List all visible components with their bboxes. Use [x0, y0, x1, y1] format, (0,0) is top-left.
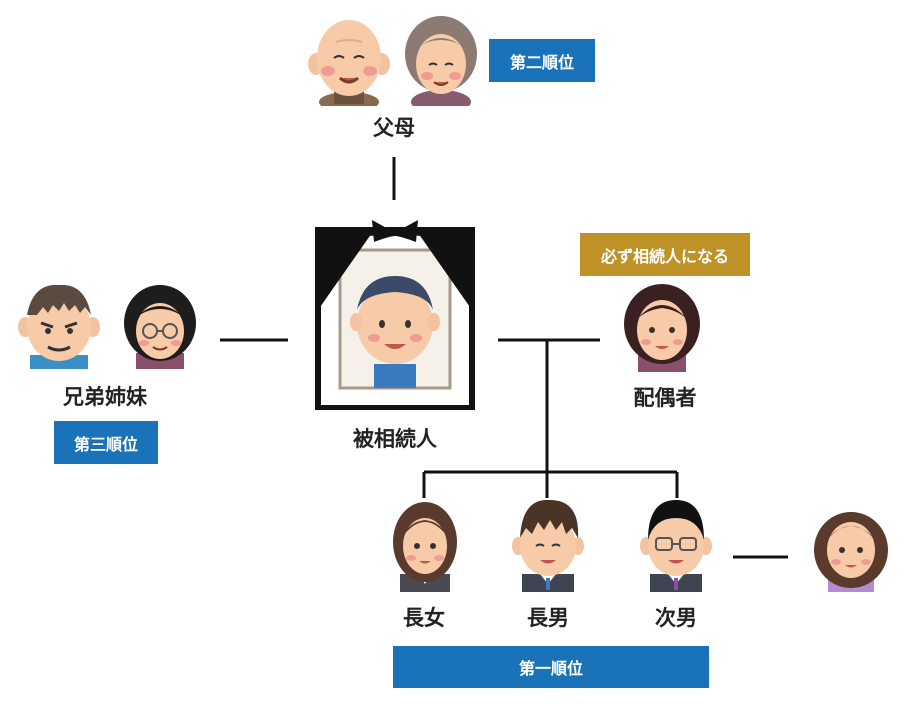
daughter-in-law-icon	[812, 506, 890, 596]
spouse-label: 配偶者	[633, 386, 697, 410]
daughter-icon	[390, 500, 460, 596]
eldest-son-label: 長男	[527, 606, 569, 630]
deceased-label: 被相続人	[353, 427, 437, 451]
second-rank-badge: 第二順位	[489, 39, 595, 82]
son-glasses-icon	[640, 498, 712, 596]
sister-glasses-icon	[122, 283, 198, 373]
brother-icon	[18, 284, 100, 373]
eldest-daughter-label: 長女	[403, 606, 445, 630]
parents-label: 父母	[373, 116, 415, 140]
elderly-woman-icon	[402, 14, 480, 114]
siblings-label: 兄弟姉妹	[63, 385, 147, 409]
second-son-label: 次男	[655, 606, 697, 630]
memorial-portrait-icon	[314, 214, 476, 414]
third-rank-badge: 第三順位	[54, 421, 158, 464]
son-icon	[512, 498, 584, 596]
wife-icon	[622, 282, 702, 376]
spouse-always-badge: 必ず相続人になる	[580, 233, 750, 276]
elderly-man-icon	[306, 14, 392, 112]
first-rank-badge: 第一順位	[393, 646, 709, 688]
